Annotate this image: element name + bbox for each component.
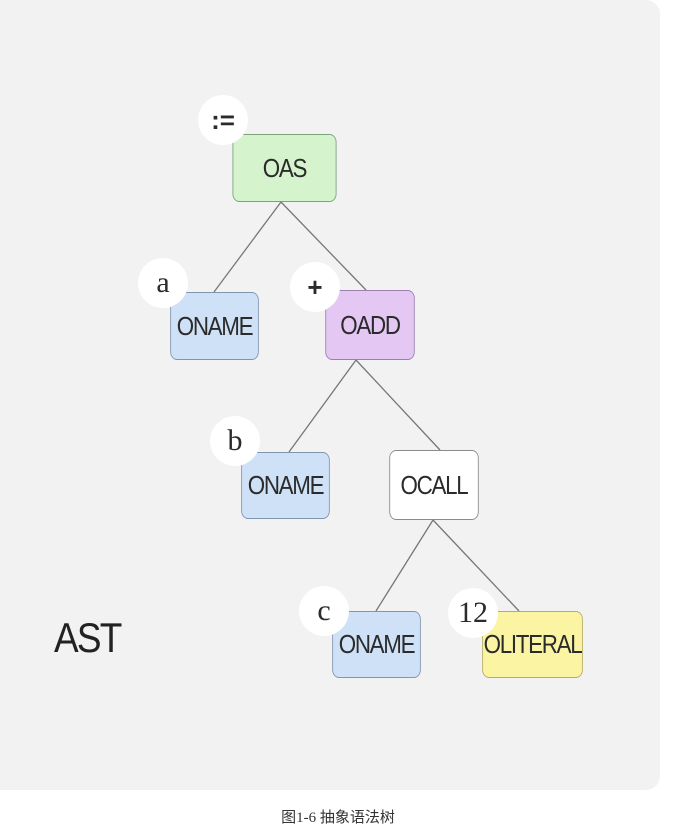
node-oadd-badge: +	[290, 262, 340, 312]
figure-caption: 图1-6 抽象语法树	[281, 810, 395, 826]
node-oas: OAS	[232, 134, 337, 202]
node-oas-badge: :=	[198, 95, 248, 145]
edge-oas-oname-a	[213, 201, 282, 293]
node-oname-c-label: ONAME	[338, 629, 416, 659]
node-oadd: OADD	[325, 290, 415, 360]
node-ocall: OCALL	[389, 450, 479, 520]
node-oliteral: OLITERAL	[482, 611, 583, 678]
edge-oas-oadd	[280, 201, 367, 291]
node-oas-label: OAS	[262, 152, 308, 183]
node-oname-a-label: ONAME	[176, 310, 254, 341]
node-oname-a: ONAME	[170, 292, 259, 360]
node-oname-b-badge: b	[210, 416, 260, 466]
node-oname-c: ONAME	[332, 611, 421, 678]
edge-ocall-oliteral	[432, 519, 520, 612]
node-oname-b-label: ONAME	[247, 470, 325, 500]
node-oname-b: ONAME	[241, 452, 330, 519]
edge-ocall-oname-c	[375, 519, 434, 612]
node-oadd-label: OADD	[340, 309, 401, 340]
node-oliteral-label: OLITERAL	[483, 629, 583, 659]
node-oname-c-badge: c	[299, 586, 349, 636]
node-ocall-label: OCALL	[400, 469, 469, 500]
node-oname-a-badge: a	[138, 258, 188, 308]
edge-oadd-ocall	[355, 359, 441, 451]
node-oliteral-badge: 12	[448, 588, 498, 638]
edge-oadd-oname-b	[288, 359, 357, 453]
ast-side-label: AST	[54, 614, 122, 661]
